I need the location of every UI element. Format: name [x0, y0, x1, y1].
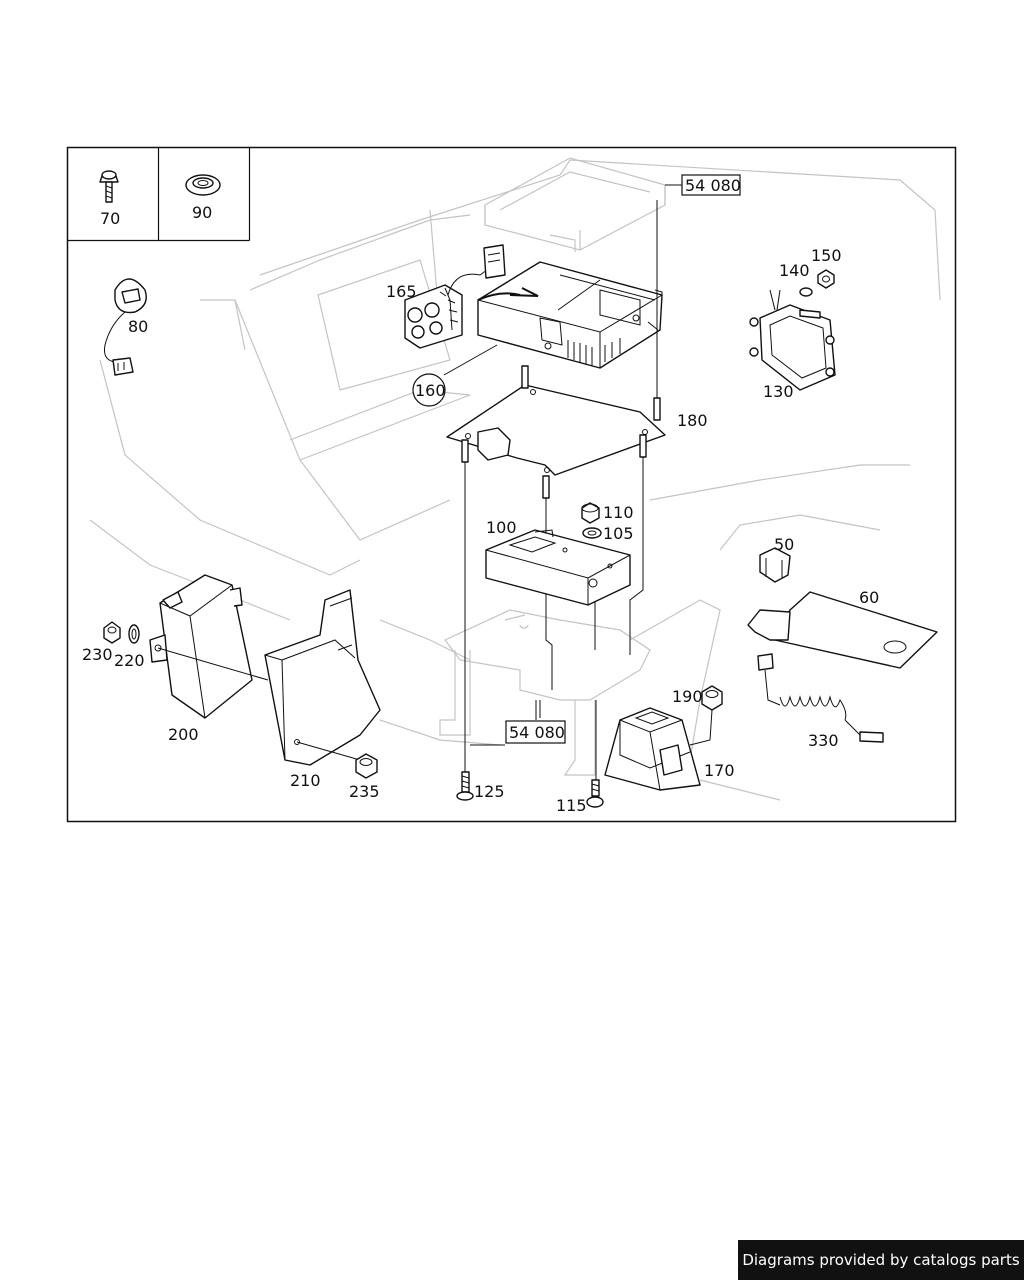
callout-210: 210: [290, 771, 321, 790]
housing-part-170: [604, 707, 701, 791]
nut-part-230: [103, 621, 121, 644]
plate-part-60: [747, 591, 938, 669]
attribution-footer: Diagrams provided by catalogs parts: [738, 1240, 1024, 1280]
callout-180: 180: [677, 411, 708, 430]
sensor-part-80: [104, 278, 147, 376]
callout-50: 50: [774, 535, 794, 554]
nut-part-190: [701, 685, 723, 711]
grommet-icon: [185, 174, 221, 196]
assembly-guide-lines: [464, 200, 658, 780]
legend-box: [67, 147, 251, 242]
washer-part-105: [582, 527, 602, 539]
callout-110: 110: [603, 503, 634, 522]
coil-cable-part-330: [757, 653, 884, 743]
callout-200: 200: [168, 725, 199, 744]
mounting-plate-part-180: [446, 365, 666, 499]
callout-125: 125: [474, 782, 505, 801]
callout-160: 160: [415, 381, 446, 400]
callout-105: 105: [603, 524, 634, 543]
legend-number-70: 70: [100, 209, 120, 228]
module-part-100: [485, 529, 631, 606]
callout-165: 165: [386, 282, 417, 301]
callout-170: 170: [704, 761, 735, 780]
washer-part-140: [799, 287, 813, 297]
control-unit-part-160: [477, 261, 663, 369]
reference-label-bottom: 54 080: [509, 723, 565, 742]
callout-130: 130: [763, 382, 794, 401]
callout-220: 220: [114, 651, 145, 670]
callout-80: 80: [128, 317, 148, 336]
callout-150: 150: [811, 246, 842, 265]
callout-330: 330: [808, 731, 839, 750]
callout-190: 190: [672, 687, 703, 706]
connector-part-165: [404, 244, 506, 349]
nut-part-150: [817, 269, 835, 289]
callout-235: 235: [349, 782, 380, 801]
washer-part-220: [128, 624, 140, 644]
control-box-part-200: [149, 574, 253, 719]
callout-60: 60: [859, 588, 879, 607]
reference-box-bottom: [505, 720, 566, 744]
legend-number-90: 90: [192, 203, 212, 222]
vehicle-ghost-outline: [89, 157, 941, 801]
diagram-frame: [66, 146, 957, 823]
callout-100: 100: [486, 518, 517, 537]
callout-115: 115: [556, 796, 587, 815]
nut-part-235: [355, 753, 378, 779]
callout-230: 230: [82, 645, 113, 664]
callout-circle-160: [412, 373, 446, 407]
bolt-icon: [99, 170, 119, 203]
fuse-part-50: [759, 547, 791, 583]
bolt-part-115: [586, 779, 604, 808]
nut-part-110: [581, 502, 600, 524]
bolt-part-125: [456, 771, 474, 801]
reference-label-top: 54 080: [685, 176, 741, 195]
callout-140: 140: [779, 261, 810, 280]
bracket-part-210: [264, 589, 381, 766]
bracket-part-130: [749, 289, 836, 391]
